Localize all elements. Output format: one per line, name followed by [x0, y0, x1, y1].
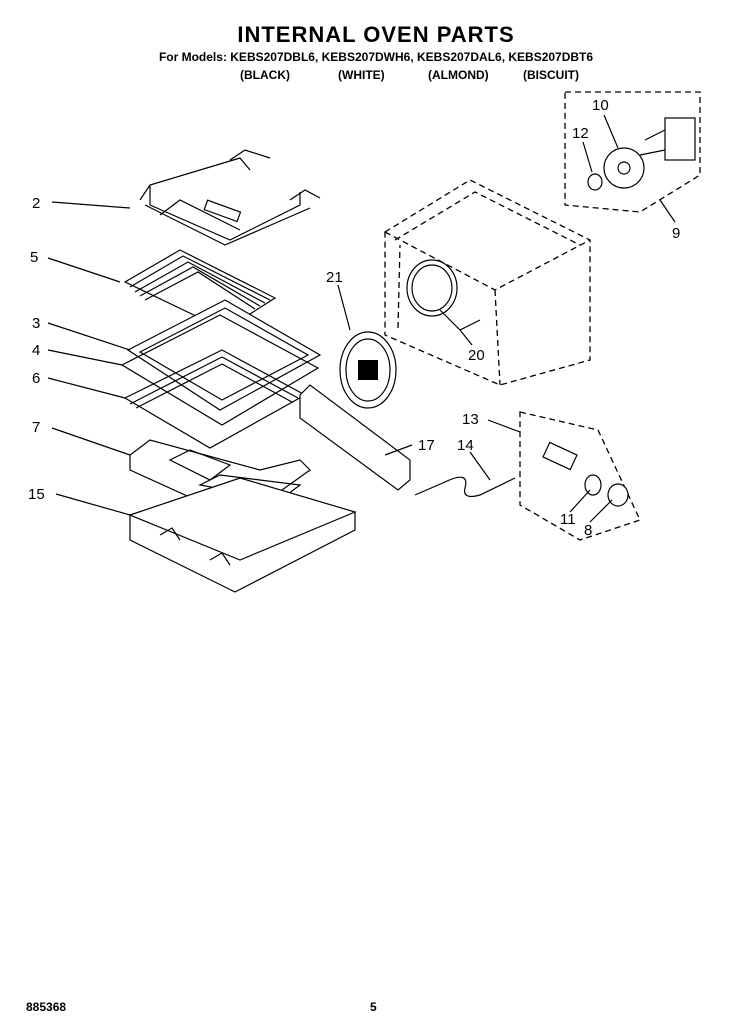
- color-white: (WHITE): [338, 68, 385, 82]
- oven-cavity: [384, 179, 591, 386]
- callout-6: 6: [32, 370, 40, 387]
- broil-element: [139, 149, 321, 246]
- color-biscuit: (BISCUIT): [523, 68, 579, 82]
- convection-element: [406, 259, 481, 331]
- color-black: (BLACK): [240, 68, 290, 82]
- callout-2: 2: [32, 195, 40, 212]
- color-almond: (ALMOND): [428, 68, 489, 82]
- callout-9: 9: [672, 225, 680, 242]
- callout-7: 7: [32, 419, 40, 436]
- callout-20: 20: [468, 347, 485, 364]
- oven-rack: [123, 249, 277, 331]
- fan-motor-group: [564, 91, 701, 213]
- drawer-tray: [128, 477, 357, 593]
- page-title: INTERNAL OVEN PARTS: [237, 22, 515, 47]
- broiler-pan: [120, 299, 322, 449]
- callout-15: 15: [28, 486, 45, 503]
- fan-cover: [339, 331, 397, 409]
- callout-14: 14: [457, 437, 474, 454]
- callout-11: 11: [560, 511, 576, 528]
- mounting-bracket: [299, 384, 411, 491]
- callout-21: 21: [326, 269, 343, 286]
- callout-12: 12: [572, 125, 589, 142]
- page-number: 5: [370, 1000, 377, 1014]
- temperature-sensor: [414, 476, 516, 498]
- callout-17: 17: [418, 437, 435, 454]
- callout-10: 10: [592, 97, 609, 114]
- leader-lines: [47, 114, 676, 523]
- document-number: 885368: [26, 1000, 67, 1014]
- light-assembly-group: [519, 411, 641, 541]
- model-list: For Models: KEBS207DBL6, KEBS207DWH6, KE…: [158, 50, 594, 64]
- callout-8: 8: [584, 522, 592, 539]
- callout-13: 13: [462, 411, 479, 428]
- callout-5: 5: [30, 249, 38, 266]
- callout-3: 3: [32, 315, 40, 332]
- callout-4: 4: [32, 342, 40, 359]
